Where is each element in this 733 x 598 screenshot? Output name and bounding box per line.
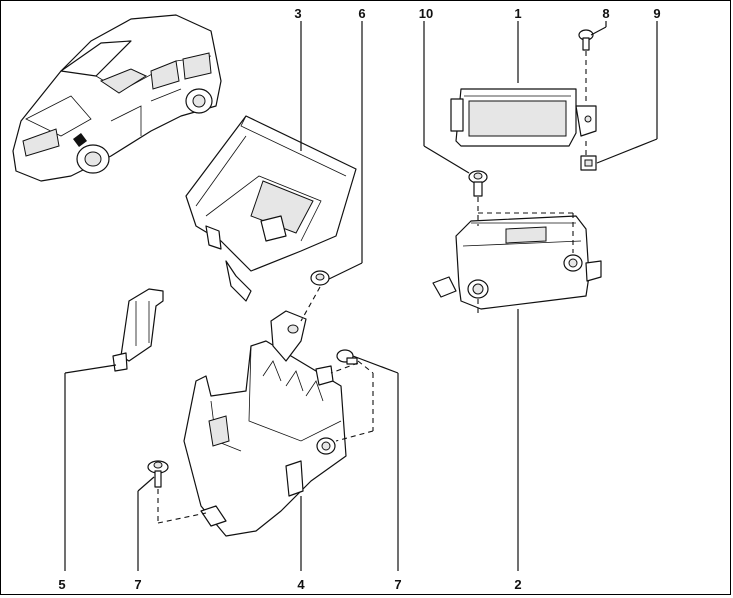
callout-2: 2 (514, 577, 521, 592)
callout-labels: 1 3 6 8 9 10 5 7 4 7 2 (58, 6, 660, 592)
callout-9: 9 (653, 6, 660, 21)
callout-4: 4 (297, 577, 305, 592)
callout-7-left: 7 (134, 577, 141, 592)
callout-3: 3 (294, 6, 301, 21)
part-4-tray (183, 310, 347, 537)
callout-8: 8 (602, 6, 609, 21)
part-2-bracket (432, 215, 602, 310)
callout-7-right: 7 (394, 577, 401, 592)
part-7-screw-right (336, 349, 358, 365)
part-1-module (450, 88, 597, 147)
callout-6: 6 (358, 6, 365, 21)
part-9-clip (580, 155, 597, 171)
part-8-screw (578, 29, 594, 51)
callout-5: 5 (58, 577, 65, 592)
callout-10: 10 (419, 6, 433, 21)
vehicle-illustration (12, 14, 222, 182)
callout-1: 1 (514, 6, 521, 21)
part-6-clip-nut (310, 270, 330, 286)
part-10-screw (468, 170, 488, 197)
part-3-cover (185, 115, 357, 302)
leader-lines (64, 21, 658, 571)
assembly-dashed-lines (157, 51, 587, 524)
part-5-bracket (112, 288, 164, 372)
part-7-screw-left (147, 460, 169, 488)
